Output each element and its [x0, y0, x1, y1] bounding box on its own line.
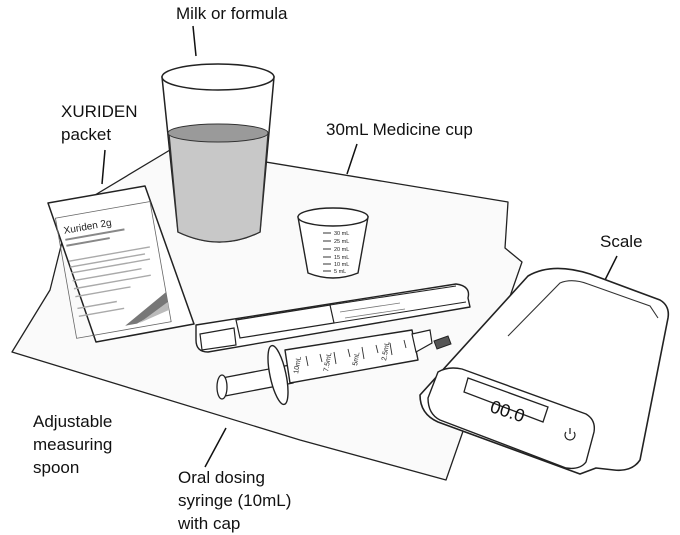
- milk-glass: [161, 63, 275, 243]
- cup-mark: 30 mL: [334, 231, 349, 237]
- medicine-cup: 30 mL 25 mL 20 mL 15 mL 10 mL 5 mL: [297, 207, 369, 279]
- measuring-spoon: [195, 283, 471, 353]
- cup-mark: 10 mL: [334, 262, 349, 268]
- kitchen-scale: 00.0: [419, 267, 670, 475]
- leader-lines: [101, 25, 618, 468]
- label-packet: XURIDEN packet: [61, 102, 138, 144]
- xuriden-packet: Xuriden 2g: [47, 185, 195, 343]
- label-syringe: Oral dosing syringe (10mL) with cap: [178, 468, 292, 533]
- cup-mark: 5 mL: [334, 269, 346, 275]
- cup-mark: 25 mL: [334, 239, 349, 245]
- label-milk: Milk or formula: [176, 4, 288, 23]
- label-measuring-spoon: Adjustable measuring spoon: [33, 412, 113, 477]
- label-scale: Scale: [600, 232, 643, 251]
- oral-syringe: 10mL 7.5mL 5mL 2.5mL: [216, 329, 452, 406]
- power-icon: [564, 428, 576, 441]
- syringe-mark: 5mL: [352, 352, 361, 367]
- cup-mark: 20 mL: [334, 247, 349, 253]
- cup-mark: 15 mL: [334, 255, 349, 261]
- label-medicine-cup: 30mL Medicine cup: [326, 120, 473, 139]
- syringe-mark: 2.5mL: [381, 341, 391, 361]
- syringe-mark: 7.5mL: [323, 352, 333, 372]
- scale-display-window: [463, 377, 549, 423]
- syringe-mark: 10mL: [293, 356, 303, 375]
